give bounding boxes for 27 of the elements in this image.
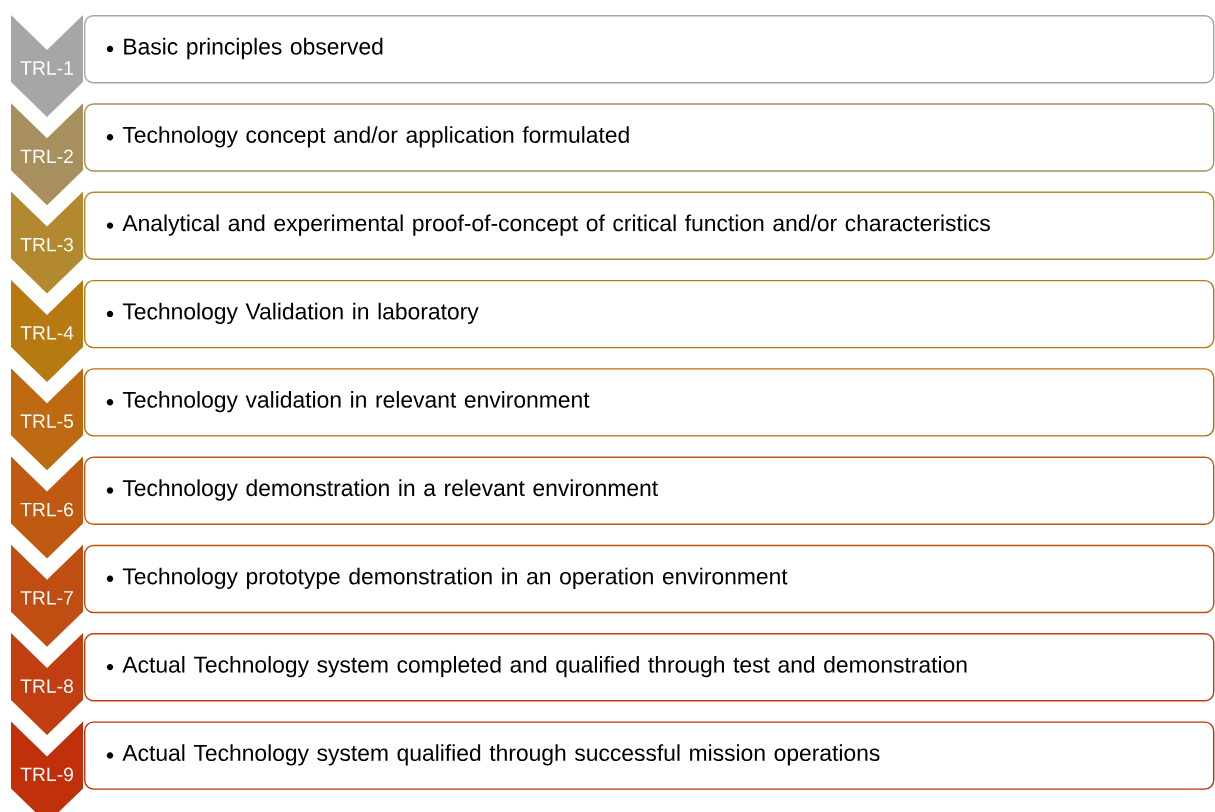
text-box xyxy=(84,544,1215,614)
level-tag: TRL-7 xyxy=(11,544,83,647)
text-box xyxy=(84,15,1215,84)
text-box xyxy=(84,721,1215,790)
item-text: Technology validation in relevant environment xyxy=(122,391,590,413)
level-tag: TRL-1 xyxy=(11,15,83,117)
level-tag: TRL-9 xyxy=(11,721,83,812)
level-tag: TRL-6 xyxy=(11,456,83,559)
item-text: Technology prototype demonstration in an operation environment xyxy=(122,567,788,589)
text-box xyxy=(84,103,1215,172)
text-box xyxy=(84,633,1215,702)
level-tag: TRL-5 xyxy=(11,368,83,471)
level-tag: TRL-3 xyxy=(11,191,83,294)
text-box xyxy=(84,279,1215,349)
item-text: Actual Technology system qualified through successful mission operations xyxy=(122,744,880,766)
level-tag: TRL-8 xyxy=(11,633,83,736)
item-text: Basic principles observed xyxy=(124,37,383,60)
level-tag: TRL-2 xyxy=(11,103,83,206)
item-text: Technology concept and/or application formulated xyxy=(122,126,629,148)
item-text: Technology demonstration in a relevant environment xyxy=(122,479,658,501)
text-box xyxy=(84,191,1215,260)
level-tag: TRL-4 xyxy=(11,279,83,382)
text-box xyxy=(84,456,1215,525)
item-text: Actual Technology system completed and qualified through test and demonstration xyxy=(122,655,967,678)
item-text: Technology Validation in laboratory xyxy=(122,302,479,325)
item-text: Analytical and experimental proof-of-concept of critical function and/or characteristics xyxy=(122,214,990,236)
text-box xyxy=(84,368,1215,437)
